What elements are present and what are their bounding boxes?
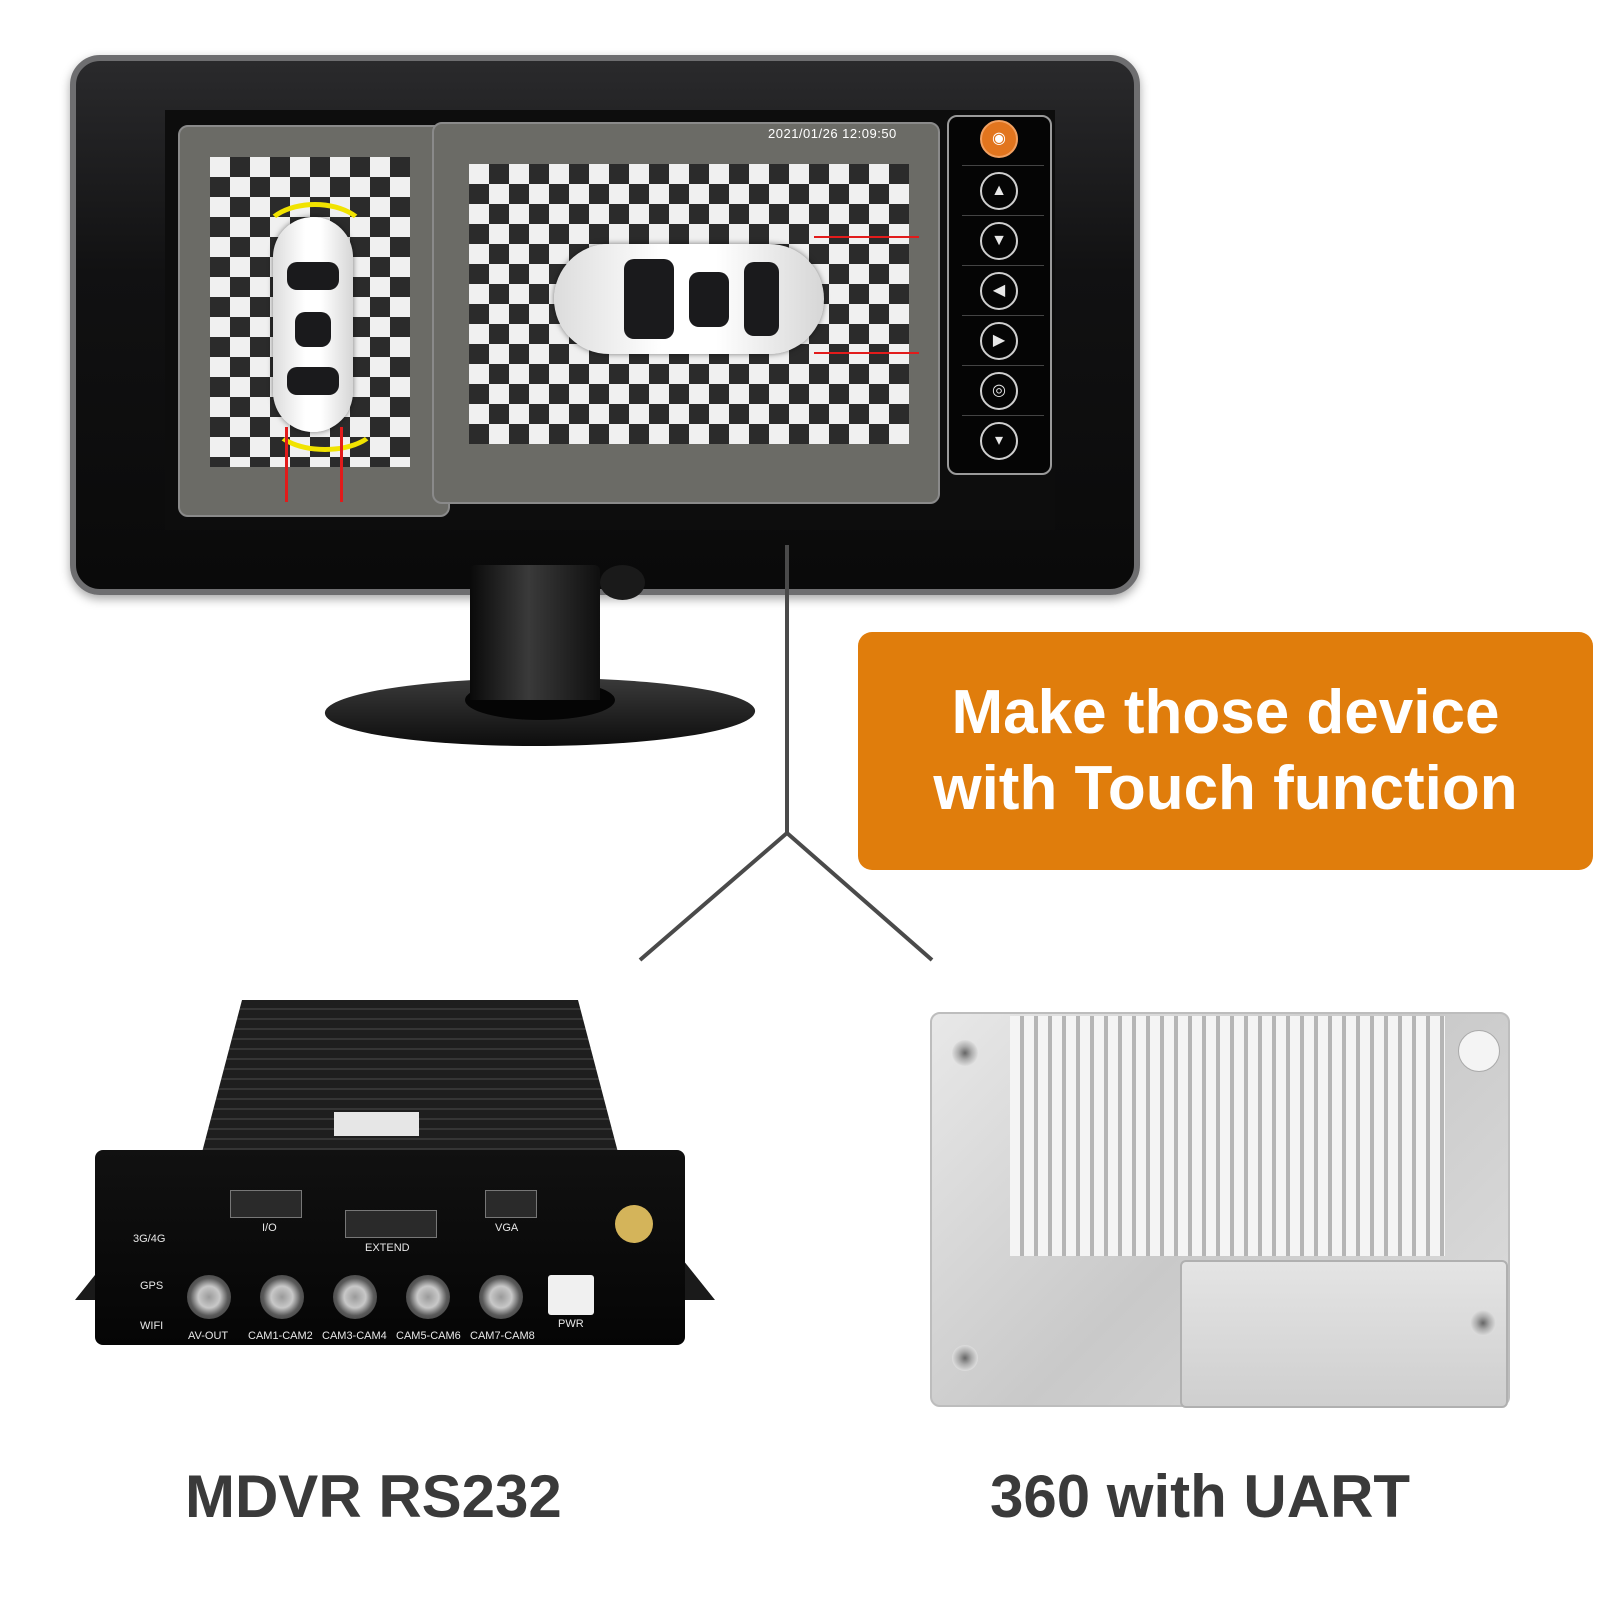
car-top-view xyxy=(273,217,353,432)
car-top-view xyxy=(554,244,824,354)
label-gps: GPS xyxy=(140,1280,164,1292)
label-io: I/O xyxy=(262,1222,277,1234)
guide-line xyxy=(285,427,288,502)
monitor-stand-neck xyxy=(470,565,600,700)
vent-cap xyxy=(1458,1030,1500,1072)
monitor-stand-knob xyxy=(600,565,645,600)
touch-function-callout: Make those device with Touch function xyxy=(858,632,1593,870)
screw xyxy=(1470,1310,1496,1336)
pwr-connector xyxy=(548,1275,594,1315)
screw xyxy=(952,1345,978,1371)
qc-passed-badge xyxy=(615,1205,653,1243)
parking-guide-front xyxy=(260,202,370,272)
callout-line-2: with Touch function xyxy=(933,754,1518,823)
label-cam78: CAM7-CAM8 xyxy=(470,1330,535,1342)
label-cam34: CAM3-CAM4 xyxy=(322,1330,387,1342)
vga-connector xyxy=(485,1190,537,1218)
down-arrow-icon[interactable]: ▾ xyxy=(980,422,1018,460)
cam7-cam8-port xyxy=(479,1275,523,1319)
rear-view-icon[interactable]: ▼ xyxy=(980,222,1018,260)
label-vga: VGA xyxy=(495,1222,519,1234)
label-pwr: PWR xyxy=(558,1318,584,1330)
left-camera-view xyxy=(178,125,450,517)
mdvr-heatsink-top xyxy=(200,1000,620,1160)
connector-line-left xyxy=(638,831,789,962)
extend-connector xyxy=(345,1210,437,1238)
label-3g4g: 3G/4G xyxy=(133,1233,166,1245)
label-cam12: CAM1-CAM2 xyxy=(248,1330,313,1342)
guide-line xyxy=(340,427,343,502)
main-camera-view xyxy=(432,122,940,504)
parking-guide-rear xyxy=(270,392,380,452)
label-wifi: WIFI xyxy=(140,1320,164,1332)
io-connector xyxy=(230,1190,302,1218)
box360-cooling-fins xyxy=(1010,1016,1445,1256)
connector-line-right xyxy=(785,831,934,962)
camera-icon[interactable]: ◉ xyxy=(980,120,1018,158)
box360-caption: 360 with UART xyxy=(990,1463,1411,1530)
mdvr-caption: MDVR RS232 xyxy=(185,1463,562,1530)
mdvr-serial-sticker xyxy=(334,1112,419,1136)
top-view-icon[interactable]: ◎ xyxy=(980,372,1018,410)
label-extend: EXTEND xyxy=(365,1242,410,1254)
guide-line xyxy=(814,352,919,354)
av-out-port xyxy=(187,1275,231,1319)
label-av-out: AV-OUT xyxy=(188,1330,229,1342)
front-view-icon[interactable]: ▲ xyxy=(980,172,1018,210)
cam1-cam2-port xyxy=(260,1275,304,1319)
right-view-icon[interactable]: ▶ xyxy=(980,322,1018,360)
callout-line-1: Make those device xyxy=(951,678,1500,747)
label-cam56: CAM5-CAM6 xyxy=(396,1330,461,1342)
box360-cover-plate xyxy=(1180,1260,1508,1408)
calibration-checkerboard xyxy=(469,164,909,444)
guide-line xyxy=(814,236,919,238)
cam5-cam6-port xyxy=(406,1275,450,1319)
screw xyxy=(952,1040,978,1066)
left-view-icon[interactable]: ◀ xyxy=(980,272,1018,310)
cam3-cam4-port xyxy=(333,1275,377,1319)
screen-timestamp: 2021/01/26 12:09:50 xyxy=(768,126,897,141)
